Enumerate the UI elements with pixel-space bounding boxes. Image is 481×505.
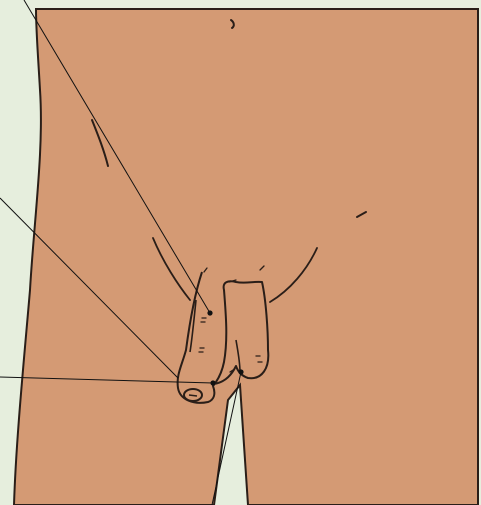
- pointer-dot-3: [238, 369, 243, 374]
- body-silhouette: [14, 9, 478, 505]
- meatus: [189, 395, 197, 396]
- pointer-dot-1: [207, 310, 212, 315]
- pointer-dot-2: [210, 380, 215, 385]
